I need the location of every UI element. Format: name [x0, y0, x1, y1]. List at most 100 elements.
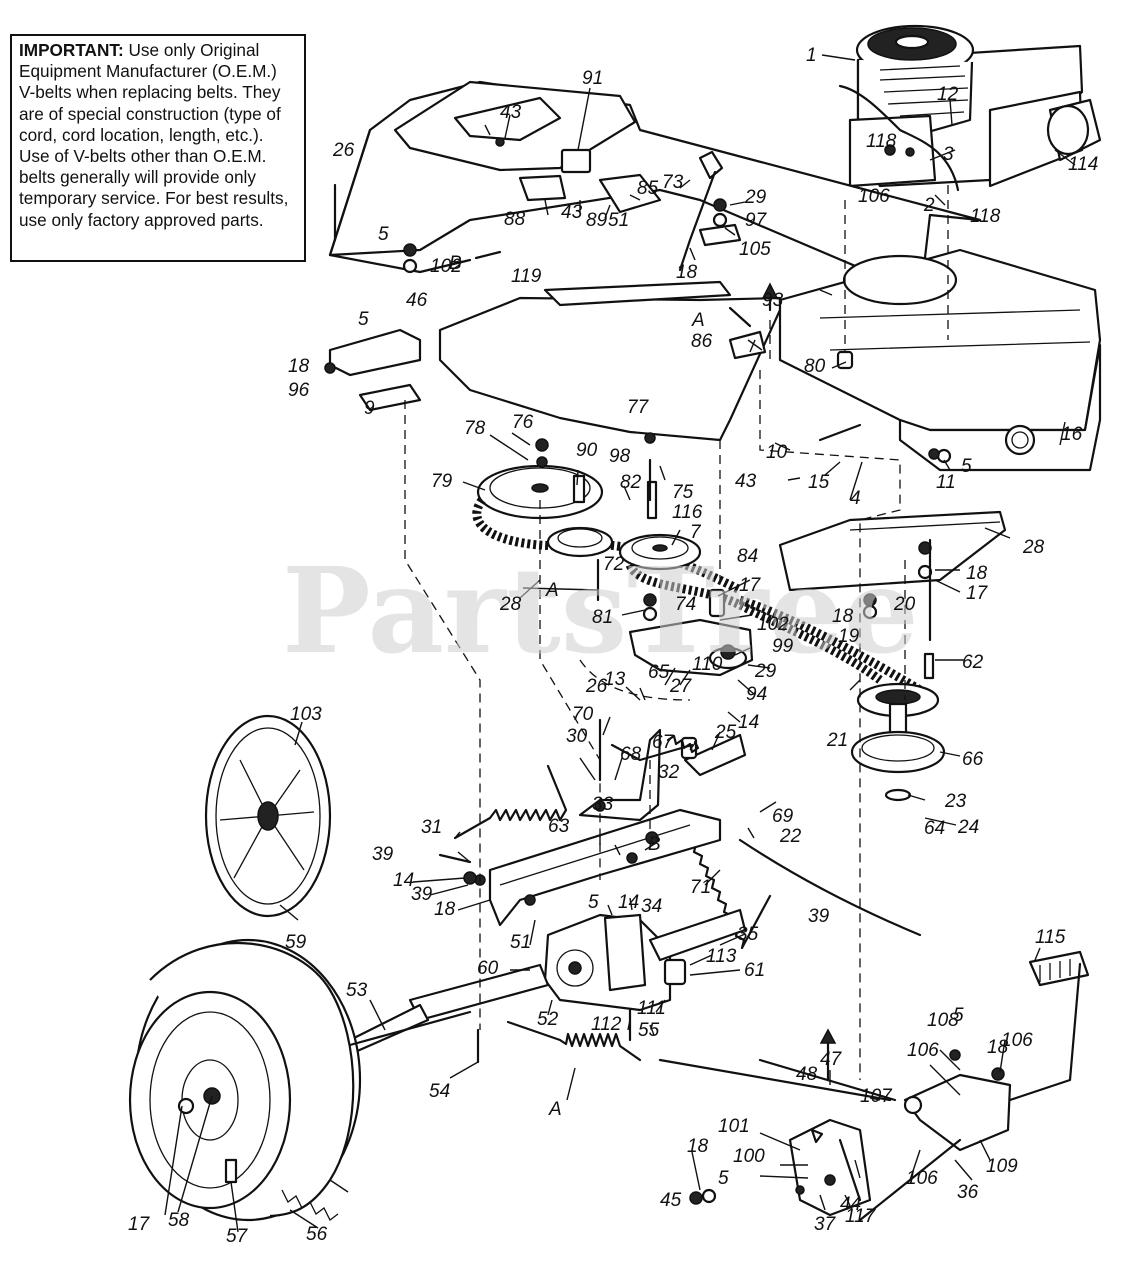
part-label: 99 — [772, 636, 794, 657]
part-label: 81 — [592, 607, 613, 628]
part-label: 17 — [739, 575, 762, 596]
part-label: 2 — [923, 195, 935, 216]
hardware — [324, 183, 1005, 1205]
part-label: 5 — [718, 1168, 729, 1189]
part-label: 96 — [288, 380, 310, 401]
part-label: 11 — [936, 472, 956, 493]
part-label: 18 — [987, 1037, 1009, 1058]
part-label: 4 — [850, 488, 861, 509]
part-label: A — [548, 1099, 562, 1120]
part-number-labels: 1 12 3 118 106 114 2 118 91 43 73 29 97 … — [128, 45, 1098, 1247]
part-label: 37 — [814, 1214, 837, 1235]
part-label: 39 — [411, 884, 433, 905]
part-label: 118 — [970, 206, 1001, 227]
part-label: 29 — [744, 187, 767, 208]
part-label: 106 — [906, 1168, 938, 1189]
clutch-arm — [788, 1118, 872, 1217]
part-label: 13 — [604, 669, 626, 690]
part-label: 51 — [510, 932, 531, 953]
part-label: 51 — [608, 210, 629, 231]
part-label: A — [545, 580, 559, 601]
part-label: 23 — [944, 791, 967, 812]
part-label: 33 — [592, 794, 614, 815]
part-label: 5 — [588, 892, 599, 913]
part-label: 18 — [966, 563, 988, 584]
part-label: 75 — [672, 482, 694, 503]
part-label: 98 — [609, 446, 631, 467]
part-label: 31 — [421, 817, 442, 838]
part-label: 46 — [406, 290, 428, 311]
part-label: 103 — [290, 704, 322, 725]
part-label: 68 — [620, 744, 642, 765]
part-label: 116 — [672, 502, 703, 523]
pulley-system — [472, 464, 883, 684]
part-label: 17 — [128, 1214, 151, 1235]
part-label: 107 — [860, 1086, 893, 1107]
part-label: 110 — [692, 654, 723, 675]
part-label: 43 — [735, 471, 757, 492]
part-label: 20 — [893, 594, 916, 615]
part-label: B — [648, 834, 661, 855]
part-label: 25 — [714, 722, 737, 743]
part-label: 115 — [1035, 927, 1066, 948]
part-label: 56 — [306, 1224, 328, 1245]
part-label: 77 — [627, 397, 650, 418]
part-label: 64 — [924, 818, 945, 839]
part-label: 62 — [962, 652, 984, 673]
notice-body: Use only Original Equipment Manufacturer… — [19, 40, 289, 230]
part-label: 48 — [796, 1064, 818, 1085]
part-label: 44 — [840, 1194, 861, 1215]
part-label: 54 — [429, 1081, 450, 1102]
part-label: 26 — [332, 140, 355, 161]
leader-lines — [164, 54, 1076, 1233]
part-label: 84 — [737, 546, 758, 567]
part-label: 59 — [285, 932, 307, 953]
part-label: 18 — [832, 606, 854, 627]
part-label: 47 — [820, 1049, 843, 1070]
part-label: 27 — [669, 676, 693, 697]
main-frame — [778, 248, 1102, 592]
part-label: 117 — [845, 1206, 877, 1227]
part-label: 86 — [691, 331, 713, 352]
idler-brackets — [578, 588, 754, 822]
part-label: 5 — [961, 456, 972, 477]
part-label: 69 — [772, 806, 794, 827]
part-label: 14 — [738, 712, 759, 733]
part-label: 5 — [378, 224, 389, 245]
part-label: 17 — [966, 583, 989, 604]
part-label: 22 — [779, 826, 802, 847]
part-label: 43 — [561, 202, 583, 223]
part-label: 28 — [1022, 537, 1045, 558]
part-label: 114 — [1068, 154, 1098, 175]
part-label: A — [691, 310, 705, 331]
part-label: 14 — [393, 870, 414, 891]
part-label: 28 — [499, 594, 522, 615]
part-label: 29 — [754, 661, 777, 682]
part-label: 101 — [718, 1116, 750, 1137]
part-label: 109 — [986, 1156, 1018, 1177]
part-label: 18 — [434, 899, 456, 920]
part-label: 113 — [706, 946, 737, 967]
part-label: 3 — [943, 144, 954, 165]
part-label: 16 — [1061, 424, 1083, 445]
rear-wheel — [128, 938, 362, 1222]
part-label: 39 — [372, 844, 394, 865]
part-label: 30 — [566, 726, 588, 747]
part-label: 18 — [687, 1136, 709, 1157]
part-label: 12 — [937, 84, 959, 105]
part-label: 111 — [637, 998, 666, 1019]
part-label: 36 — [957, 1182, 979, 1203]
part-label: 91 — [582, 68, 603, 89]
part-label: 108 — [927, 1010, 959, 1031]
part-label: 119 — [511, 266, 542, 287]
part-label: 79 — [431, 471, 453, 492]
part-label: 89 — [586, 210, 608, 231]
rods-cables — [348, 838, 922, 1102]
part-label: 66 — [962, 749, 984, 770]
part-label: 71 — [690, 877, 711, 898]
part-label: 39 — [808, 906, 830, 927]
part-label: 93 — [762, 290, 784, 311]
transaxle — [348, 908, 747, 1054]
part-label: 88 — [504, 209, 526, 230]
